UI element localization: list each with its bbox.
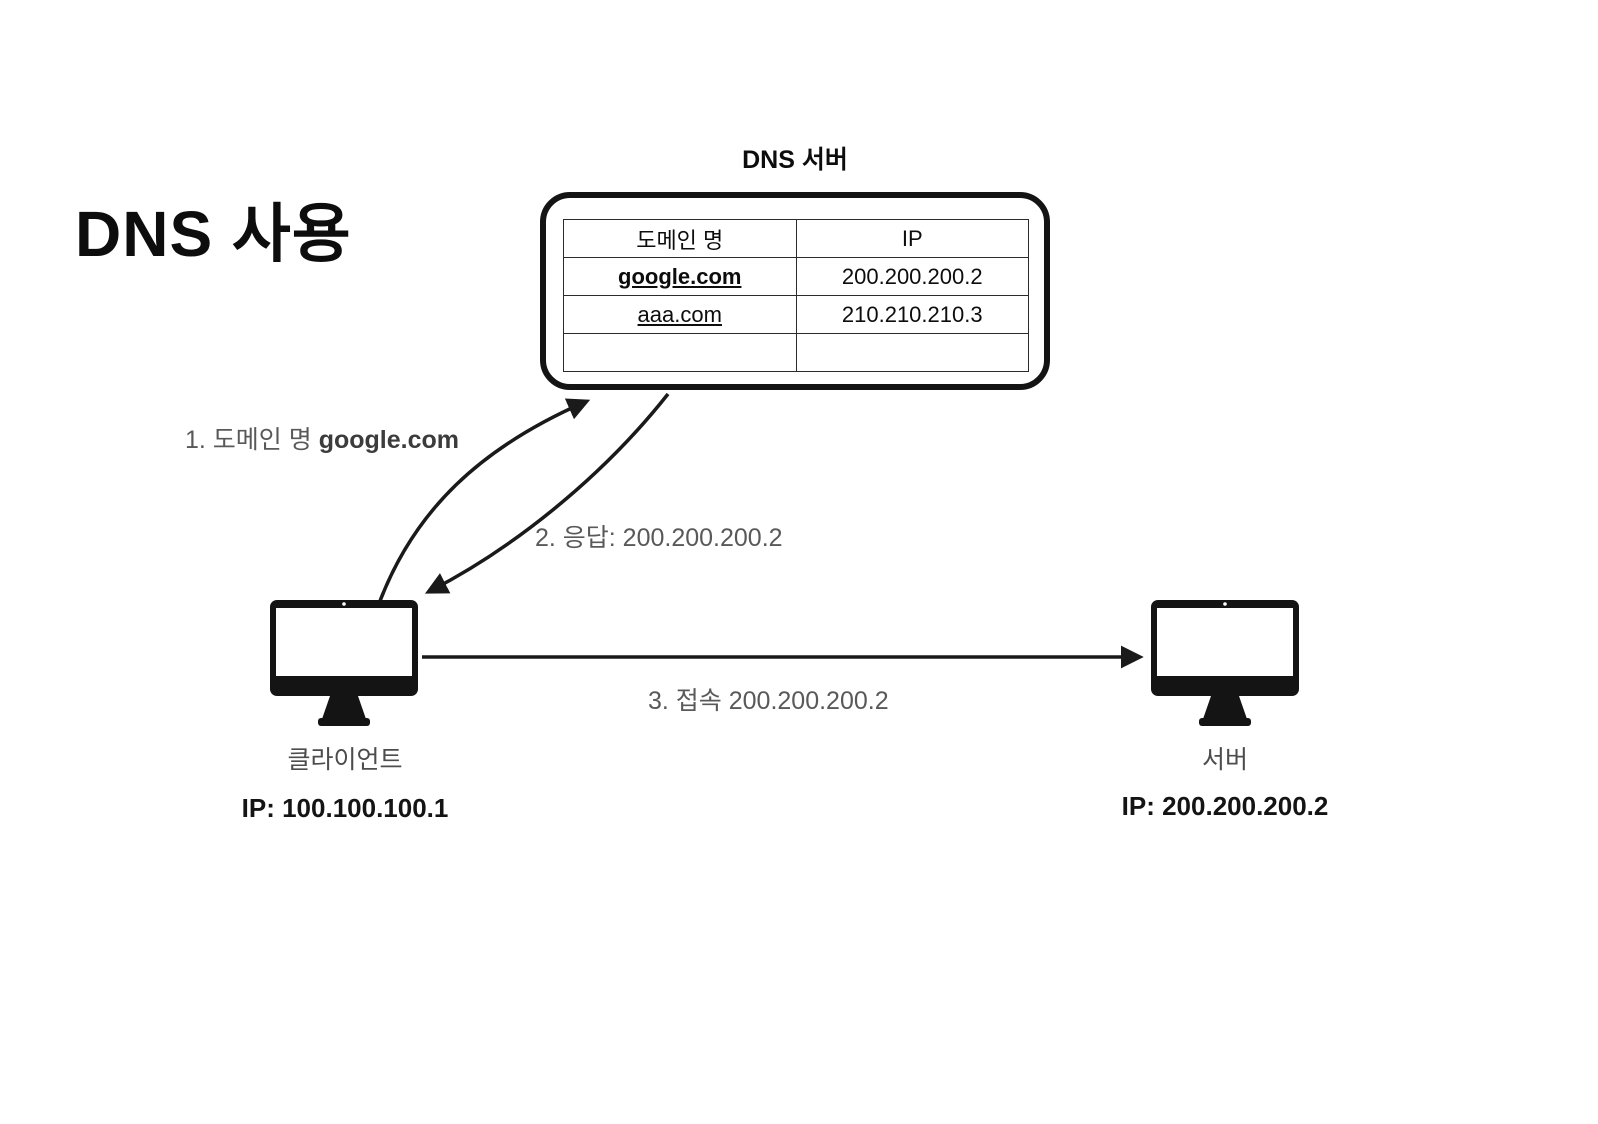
server-label: 서버 bbox=[1201, 746, 1248, 774]
server-computer-icon bbox=[1151, 600, 1299, 726]
arrow-response bbox=[424, 392, 670, 594]
arrow-label-request: 1. 도메인 명 google.com bbox=[185, 420, 459, 456]
cell-ip: 210.210.210.3 bbox=[795, 295, 1029, 334]
table-row bbox=[563, 333, 1029, 372]
arrow-label-connect: 3. 접속 200.200.200.2 bbox=[648, 687, 889, 715]
client-label: 클라이언트 bbox=[287, 746, 403, 774]
column-header-domain: 도메인 명 bbox=[563, 219, 797, 258]
domain-link-text: google.com bbox=[618, 263, 742, 289]
column-header-ip: IP bbox=[795, 219, 1029, 258]
arrow-label-response: 2. 응답: 200.200.200.2 bbox=[535, 524, 783, 552]
client-ip: IP: 100.100.100.1 bbox=[241, 793, 449, 823]
cell-domain bbox=[563, 333, 797, 372]
table-header-row: 도메인 명 IP bbox=[563, 219, 1029, 258]
dns-lookup-table: 도메인 명 IP google.com 200.200.200.2 aaa.co… bbox=[563, 219, 1029, 372]
dns-server-box: 도메인 명 IP google.com 200.200.200.2 aaa.co… bbox=[540, 192, 1050, 390]
page-title: DNS 사용 bbox=[75, 198, 352, 270]
cell-domain: google.com bbox=[563, 257, 797, 296]
cell-domain: aaa.com bbox=[563, 295, 797, 334]
arrow-label-request-domain: google.com bbox=[318, 426, 459, 454]
dns-server-label: DNS 서버 bbox=[742, 146, 848, 174]
table-row: aaa.com 210.210.210.3 bbox=[563, 295, 1029, 334]
client-computer-icon bbox=[270, 600, 418, 726]
server-ip: IP: 200.200.200.2 bbox=[1121, 791, 1329, 821]
table-row: google.com 200.200.200.2 bbox=[563, 257, 1029, 296]
cell-ip bbox=[795, 333, 1029, 372]
arrow-label-request-prefix: 1. 도메인 명 bbox=[185, 426, 319, 454]
cell-ip: 200.200.200.2 bbox=[795, 257, 1029, 296]
domain-link-text: aaa.com bbox=[637, 301, 722, 327]
